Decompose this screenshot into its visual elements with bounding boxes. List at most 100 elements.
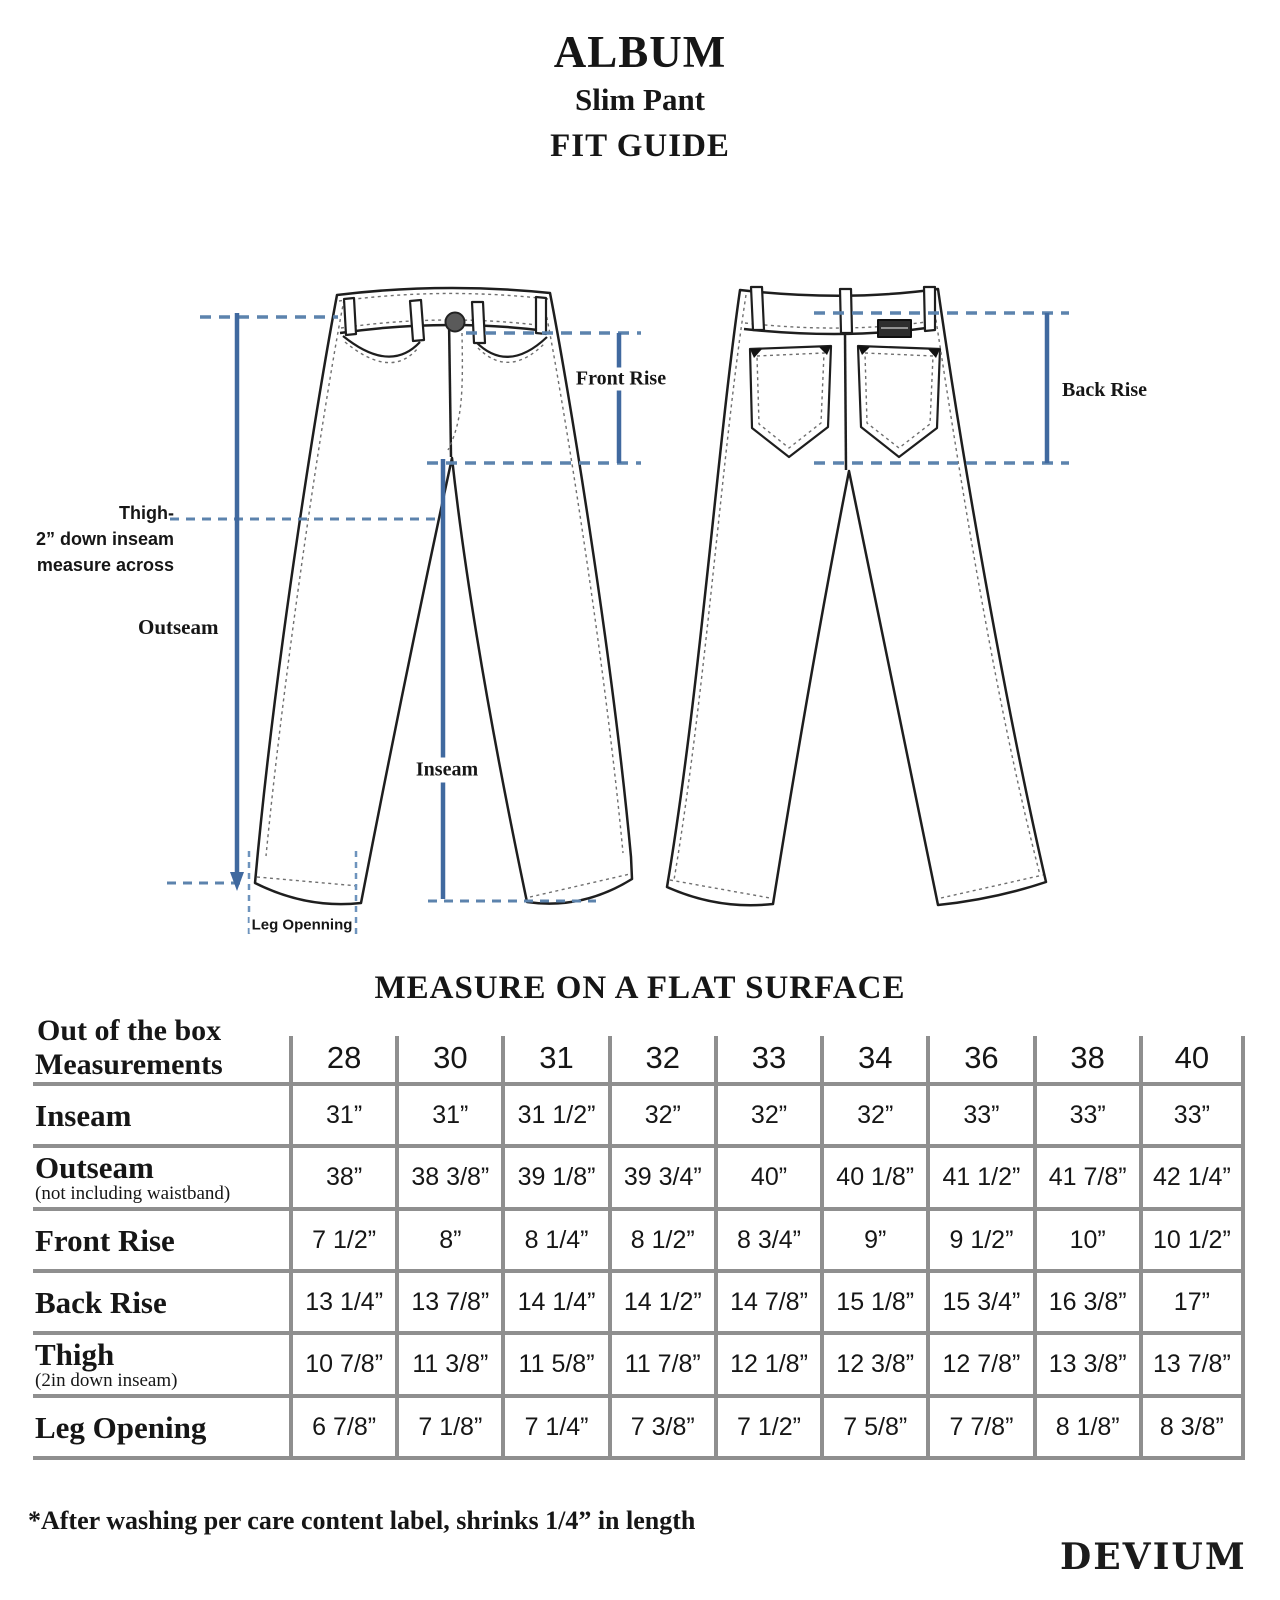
thigh-label-line2: 2” down inseam (35, 529, 174, 549)
table-cell: 7 5/8” (820, 1398, 926, 1456)
brand-logo: DEVIUM (1060, 1536, 1247, 1578)
back-rise-label: Back Rise (1062, 379, 1147, 401)
size-column-header: 38 (1032, 1036, 1139, 1082)
table-cell: 8” (395, 1211, 501, 1269)
table-cell: 7 3/8” (607, 1398, 714, 1456)
page-tagline: FIT GUIDE (550, 128, 730, 164)
back-pants-drawing (665, 285, 1048, 907)
table-cell: 16 3/8” (1032, 1273, 1139, 1331)
size-column-header: 34 (820, 1036, 926, 1082)
table-header-label: Out of the box Measurements (33, 1014, 289, 1082)
size-column-header: 32 (607, 1036, 714, 1082)
table-cell: 12 1/8” (713, 1335, 820, 1394)
table-cell: 14 1/4” (501, 1273, 607, 1331)
page-subtitle: Slim Pant (574, 82, 706, 117)
table-cell: 7 7/8” (926, 1398, 1032, 1456)
table-cell: 8 3/8” (1138, 1398, 1245, 1456)
row-label: Thigh (35, 1337, 115, 1372)
table-cell: 8 1/8” (1032, 1398, 1139, 1456)
size-table: Out of the box Measurements 28 30 31 32 … (33, 1012, 1245, 1460)
row-label: Inseam (35, 1097, 132, 1133)
table-row-thigh: Thigh (2in down inseam) 10 7/8” 11 3/8” … (33, 1335, 1245, 1398)
table-cell: 13 1/4” (289, 1273, 395, 1331)
table-row-back-rise: Back Rise 13 1/4” 13 7/8” 14 1/4” 14 1/2… (33, 1273, 1245, 1335)
table-cell: 38” (289, 1148, 395, 1207)
table-cell: 13 7/8” (395, 1273, 501, 1331)
size-column-header: 31 (501, 1036, 607, 1082)
measurement-lines (167, 311, 1069, 937)
waist-button (444, 311, 466, 333)
table-cell: 14 1/2” (607, 1273, 714, 1331)
table-cell: 32” (820, 1086, 926, 1144)
outseam-label: Outseam (138, 615, 219, 639)
table-cell: 7 1/8” (395, 1398, 501, 1456)
measure-note: MEASURE ON A FLAT SURFACE (374, 970, 906, 1006)
table-row-outseam: Outseam (not including waistband) 38” 38… (33, 1148, 1245, 1211)
table-divider (33, 1082, 1245, 1086)
row-sublabel: (not including waistband) (35, 1183, 231, 1204)
table-cell: 39 3/4” (607, 1148, 714, 1207)
table-header-line1: Out of the box (37, 1014, 222, 1047)
table-row-inseam: Inseam 31” 31” 31 1/2” 32” 32” 32” 33” 3… (33, 1086, 1245, 1148)
page-title: ALBUM (553, 27, 727, 77)
size-column-header: 40 (1138, 1036, 1245, 1082)
table-cell: 13 7/8” (1138, 1335, 1245, 1394)
table-cell: 40 1/8” (820, 1148, 926, 1207)
table-cell: 8 1/4” (501, 1211, 607, 1269)
row-label: Back Rise (35, 1284, 167, 1320)
shrink-footnote: *After washing per care content label, s… (28, 1506, 696, 1535)
table-cell: 15 1/8” (820, 1273, 926, 1331)
table-cell: 10 1/2” (1138, 1211, 1245, 1269)
table-row-leg-opening: Leg Opening 6 7/8” 7 1/8” 7 1/4” 7 3/8” … (33, 1398, 1245, 1460)
leg-opening-label: Leg Openning (249, 916, 355, 934)
table-cell: 8 1/2” (607, 1211, 714, 1269)
table-cell: 11 7/8” (607, 1335, 714, 1394)
table-row-front-rise: Front Rise 7 1/2” 8” 8 1/4” 8 1/2” 8 3/4… (33, 1211, 1245, 1273)
table-cell: 12 3/8” (820, 1335, 926, 1394)
thigh-label-line3: measure across (36, 555, 174, 575)
table-cell: 33” (926, 1086, 1032, 1144)
table-cell: 33” (1138, 1086, 1245, 1144)
row-label: Outseam (35, 1150, 154, 1185)
table-cell: 7 1/2” (289, 1211, 395, 1269)
table-cell: 12 7/8” (926, 1335, 1032, 1394)
table-cell: 9” (820, 1211, 926, 1269)
table-cell: 31” (289, 1086, 395, 1144)
table-header-line2: Measurements (35, 1048, 223, 1081)
table-cell: 7 1/2” (713, 1398, 820, 1456)
table-cell: 7 1/4” (501, 1398, 607, 1456)
table-cell: 41 7/8” (1032, 1148, 1139, 1207)
table-cell: 31” (395, 1086, 501, 1144)
table-cell: 6 7/8” (289, 1398, 395, 1456)
table-cell: 15 3/4” (926, 1273, 1032, 1331)
size-column-header: 28 (289, 1036, 395, 1082)
table-cell: 40” (713, 1148, 820, 1207)
table-cell: 39 1/8” (501, 1148, 607, 1207)
table-cell: 13 3/8” (1032, 1335, 1139, 1394)
row-label: Leg Opening (35, 1409, 207, 1445)
front-rise-label: Front Rise (571, 367, 671, 391)
size-column-header: 36 (926, 1036, 1032, 1082)
table-cell: 32” (607, 1086, 714, 1144)
thigh-label-line1: Thigh- (119, 503, 174, 523)
inseam-label: Inseam (409, 757, 485, 783)
table-cell: 9 1/2” (926, 1211, 1032, 1269)
thigh-label: Thigh- 2” down inseam measure across (28, 500, 174, 578)
table-cell: 42 1/4” (1138, 1148, 1245, 1207)
table-cell: 38 3/8” (395, 1148, 501, 1207)
table-cell: 33” (1032, 1086, 1139, 1144)
size-column-header: 30 (395, 1036, 501, 1082)
table-cell: 32” (713, 1086, 820, 1144)
table-cell: 41 1/2” (926, 1148, 1032, 1207)
table-header-row: Out of the box Measurements 28 30 31 32 … (33, 1014, 1245, 1082)
table-cell: 10” (1032, 1211, 1139, 1269)
table-cell: 8 3/4” (713, 1211, 820, 1269)
table-cell: 11 5/8” (501, 1335, 607, 1394)
row-sublabel: (2in down inseam) (35, 1370, 178, 1391)
size-column-header: 33 (713, 1036, 820, 1082)
row-label: Front Rise (35, 1222, 175, 1258)
table-cell: 17” (1138, 1273, 1245, 1331)
table-cell: 31 1/2” (501, 1086, 607, 1144)
